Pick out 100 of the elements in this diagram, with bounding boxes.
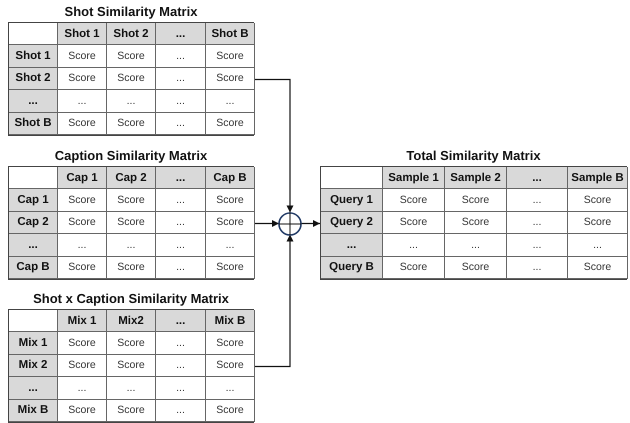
score-entry: ... (206, 377, 255, 400)
score-entry: ... (107, 90, 156, 113)
score-entry: ... (156, 212, 206, 234)
arrow (254, 234, 294, 368)
row-header: ... (321, 234, 383, 257)
column-header: Mix B (206, 310, 255, 332)
score-entry: Score (107, 189, 156, 212)
score-entry: Score (206, 112, 255, 135)
score-entry: ... (445, 234, 507, 257)
score-entry: ... (206, 90, 255, 113)
column-header: Mix2 (107, 310, 156, 332)
column-header: Sample B (568, 167, 628, 190)
row-header: Mix 1 (9, 332, 58, 355)
score-entry: Score (107, 45, 156, 68)
table-title: Total Similarity Matrix (405, 147, 542, 165)
score-entry: ... (156, 377, 206, 400)
column-header: ... (507, 167, 568, 190)
column-header: Sample 2 (445, 167, 507, 190)
score-entry: Score (107, 400, 156, 422)
column-header: ... (156, 310, 206, 332)
score-entry: Score (58, 332, 107, 355)
score-entry: Score (383, 212, 445, 234)
score-entry: ... (156, 234, 206, 257)
column-header: Cap 2 (107, 167, 156, 190)
arrow (301, 220, 320, 228)
score-entry: ... (58, 377, 107, 400)
score-entry: Score (107, 256, 156, 279)
score-entry: ... (507, 189, 568, 212)
score-entry: Score (107, 68, 156, 90)
column-header: ... (156, 167, 206, 190)
arrow (254, 78, 294, 212)
row-header: Cap B (9, 256, 58, 279)
score-entry: Score (206, 256, 255, 279)
score-entry: Score (445, 189, 507, 212)
score-entry: ... (507, 234, 568, 257)
score-entry: Score (445, 256, 507, 279)
score-entry: ... (507, 256, 568, 279)
score-entry: ... (156, 354, 206, 378)
score-entry: Score (58, 256, 107, 279)
score-entry: Score (58, 400, 107, 422)
column-header: Mix 1 (58, 310, 107, 332)
score-entry: Score (58, 112, 107, 135)
row-header: ... (9, 90, 58, 113)
row-header: Shot 1 (9, 45, 58, 68)
score-entry: Score (206, 400, 255, 422)
column-header: Sample 1 (383, 167, 445, 190)
score-entry: Score (568, 256, 628, 279)
arrow (254, 220, 279, 228)
score-entry: Score (383, 189, 445, 212)
score-entry: ... (206, 234, 255, 257)
score-entry: ... (568, 234, 628, 257)
row-header: ... (9, 377, 58, 400)
row-header: Mix B (9, 400, 58, 422)
score-entry: Score (383, 256, 445, 279)
score-entry: Score (58, 68, 107, 90)
row-header: Query B (321, 256, 383, 279)
score-entry: ... (507, 212, 568, 234)
score-entry: ... (156, 68, 206, 90)
row-header: Query 2 (321, 212, 383, 234)
column-header: Shot 1 (58, 23, 107, 46)
score-entry: Score (206, 212, 255, 234)
score-entry: Score (206, 189, 255, 212)
score-entry: Score (58, 212, 107, 234)
score-entry: Score (58, 189, 107, 212)
score-entry: Score (107, 212, 156, 234)
column-header: Shot B (206, 23, 255, 46)
score-entry: Score (206, 45, 255, 68)
score-entry: ... (156, 332, 206, 355)
score-entry: ... (58, 234, 107, 257)
score-entry: ... (156, 90, 206, 113)
table-title: Shot x Caption Similarity Matrix (32, 290, 230, 308)
score-entry: Score (107, 332, 156, 355)
score-entry: ... (156, 45, 206, 68)
row-header: Query 1 (321, 189, 383, 212)
table-title: Shot Similarity Matrix (64, 3, 198, 21)
score-entry: ... (156, 112, 206, 135)
row-header: Cap 2 (9, 212, 58, 234)
column-header: Cap 1 (58, 167, 107, 190)
score-entry: ... (156, 256, 206, 279)
score-entry: Score (58, 45, 107, 68)
score-entry: ... (58, 90, 107, 113)
column-header: Shot 2 (107, 23, 156, 46)
column-header: Cap B (206, 167, 255, 190)
score-entry: Score (206, 68, 255, 90)
score-entry: Score (206, 332, 255, 355)
column-header: ... (156, 23, 206, 46)
row-header: ... (9, 234, 58, 257)
score-entry: ... (107, 377, 156, 400)
row-header: Shot B (9, 112, 58, 135)
score-entry: Score (568, 189, 628, 212)
row-header: Mix 2 (9, 354, 58, 378)
score-entry: ... (156, 400, 206, 422)
row-header: Cap 1 (9, 189, 58, 212)
score-entry: Score (445, 212, 507, 234)
score-entry: Score (206, 354, 255, 378)
score-entry: ... (107, 234, 156, 257)
score-entry: Score (107, 112, 156, 135)
score-entry: ... (156, 189, 206, 212)
score-entry: Score (58, 354, 107, 378)
table-title: Caption Similarity Matrix (54, 147, 208, 165)
